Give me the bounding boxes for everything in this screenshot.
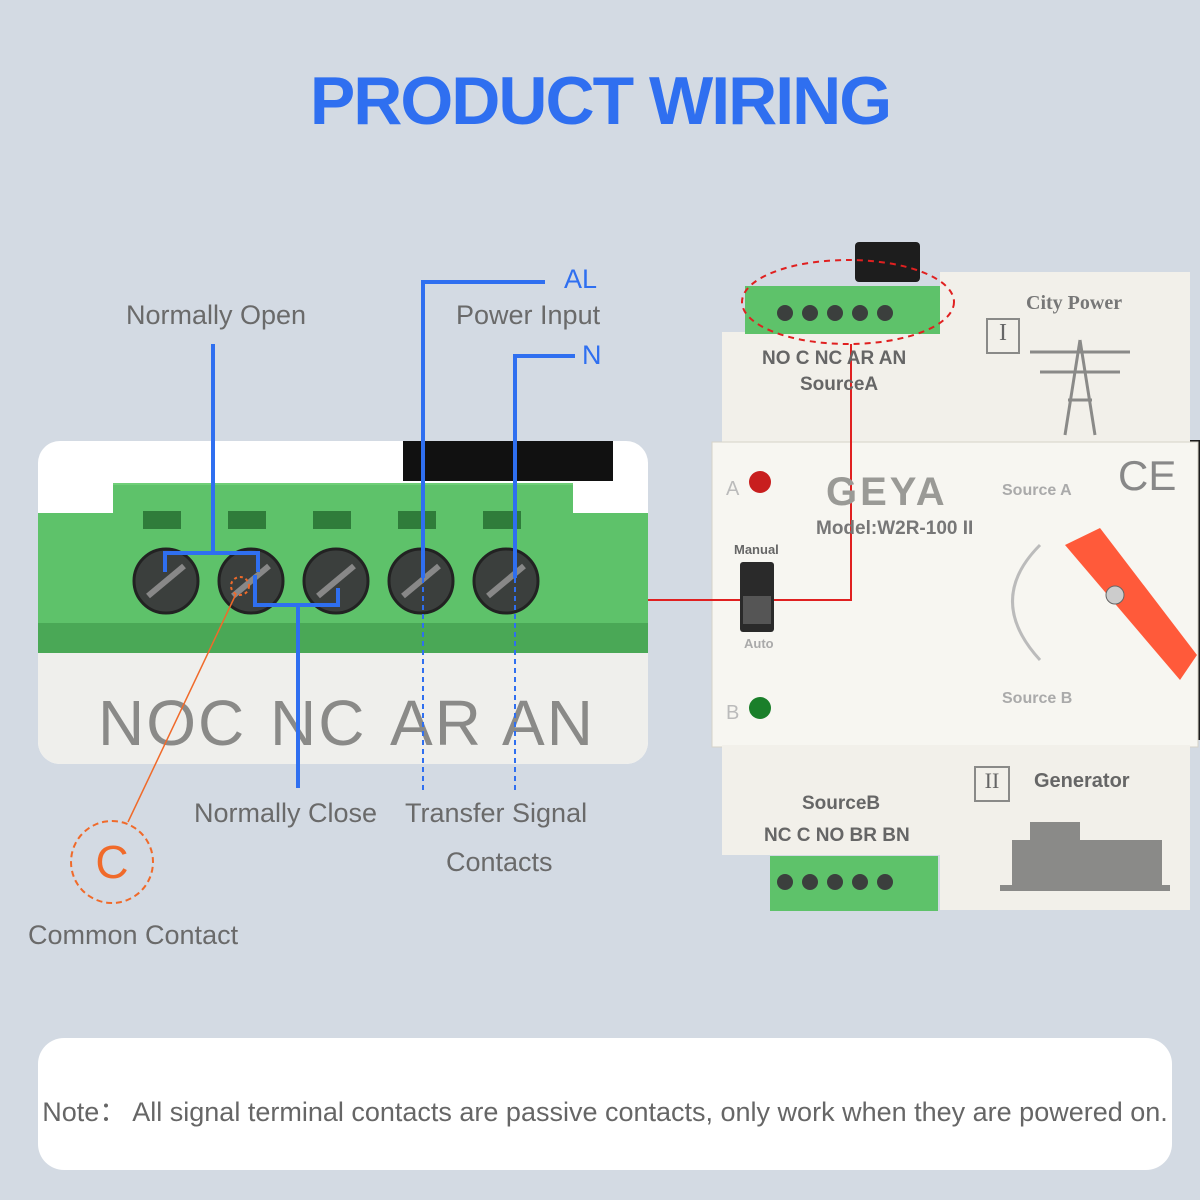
manual-label: Manual (734, 542, 779, 557)
source-a-highlight-ellipse (741, 259, 955, 345)
top-terminal-block (745, 286, 940, 334)
al-label: AL (564, 264, 598, 294)
transfer-signal-label: Transfer Signal (405, 798, 588, 828)
ce-mark: CE (1118, 452, 1177, 499)
zoom-label-an: AN (502, 687, 595, 759)
zoom-dark-background (403, 441, 613, 481)
generator-label: Generator (1034, 770, 1130, 792)
zoom-terminal-right (568, 513, 648, 623)
note-box (38, 1038, 1172, 1170)
n-label: N (582, 340, 602, 370)
zoom-label-no: NO (98, 687, 198, 759)
zoom-slot (483, 511, 521, 529)
zoom-slot (228, 511, 266, 529)
zoom-label-ar: AR (390, 687, 483, 759)
common-contact-label: Common Contact (28, 920, 239, 950)
manual-auto-slider (743, 596, 771, 624)
zoom-slot (398, 511, 436, 529)
zoom-label-nc: NC (270, 687, 367, 759)
power-input-label: Power Input (456, 300, 601, 330)
led-b-green (749, 697, 771, 719)
zoom-slot (143, 511, 181, 529)
note-text: Note： All signal terminal contacts are p… (42, 1097, 1168, 1127)
generator-icon (1000, 822, 1170, 891)
common-contact-symbol: C (70, 820, 154, 904)
power-tower-icon (1030, 339, 1130, 436)
device-din-clip (855, 242, 920, 282)
normally-open-label: Normally Open (126, 300, 307, 330)
source-a-label: SourceA (800, 374, 879, 395)
brand-logo: GEYA (826, 470, 948, 514)
source-a-knob-label: Source A (1002, 482, 1072, 499)
model-label: Model:W2R-100 II (816, 518, 974, 539)
zoom-terminal-base (38, 623, 648, 653)
city-power-label: City Power (1026, 292, 1123, 314)
top-terminal-screws (777, 305, 893, 321)
source-b-knob-label: Source B (1002, 690, 1073, 707)
led-b-label: B (726, 702, 740, 724)
source-b-label: SourceB (802, 793, 881, 814)
bottom-terminal-block (770, 856, 938, 911)
auto-label: Auto (744, 636, 774, 651)
zoom-terminal-left (38, 513, 118, 623)
terminal-zoom-panel: NOC NC AR AN (38, 441, 648, 764)
zoom-slot (313, 511, 351, 529)
selector-handle (1065, 528, 1197, 680)
roman-two-label: II (974, 766, 1010, 802)
roman-one-label: I (986, 318, 1020, 354)
led-a-red (749, 471, 771, 493)
zoom-label-c: C (198, 687, 247, 759)
manual-auto-switch (740, 562, 774, 632)
led-a-label: A (726, 478, 740, 500)
source-b-terminal-labels: NC C NO BR BN (764, 825, 910, 846)
contacts-label: Contacts (446, 847, 553, 877)
source-a-terminal-labels: NO C NC AR AN (762, 348, 907, 369)
normally-close-label: Normally Close (194, 798, 378, 828)
zoom-terminal-labels: NOC NC AR AN (98, 686, 638, 760)
bottom-terminal-screws (777, 874, 893, 890)
page-title: PRODUCT WIRING (309, 63, 892, 139)
handle-screw (1105, 585, 1125, 605)
device-side-dark (1180, 440, 1200, 740)
rotate-arc-icon (1011, 543, 1042, 662)
